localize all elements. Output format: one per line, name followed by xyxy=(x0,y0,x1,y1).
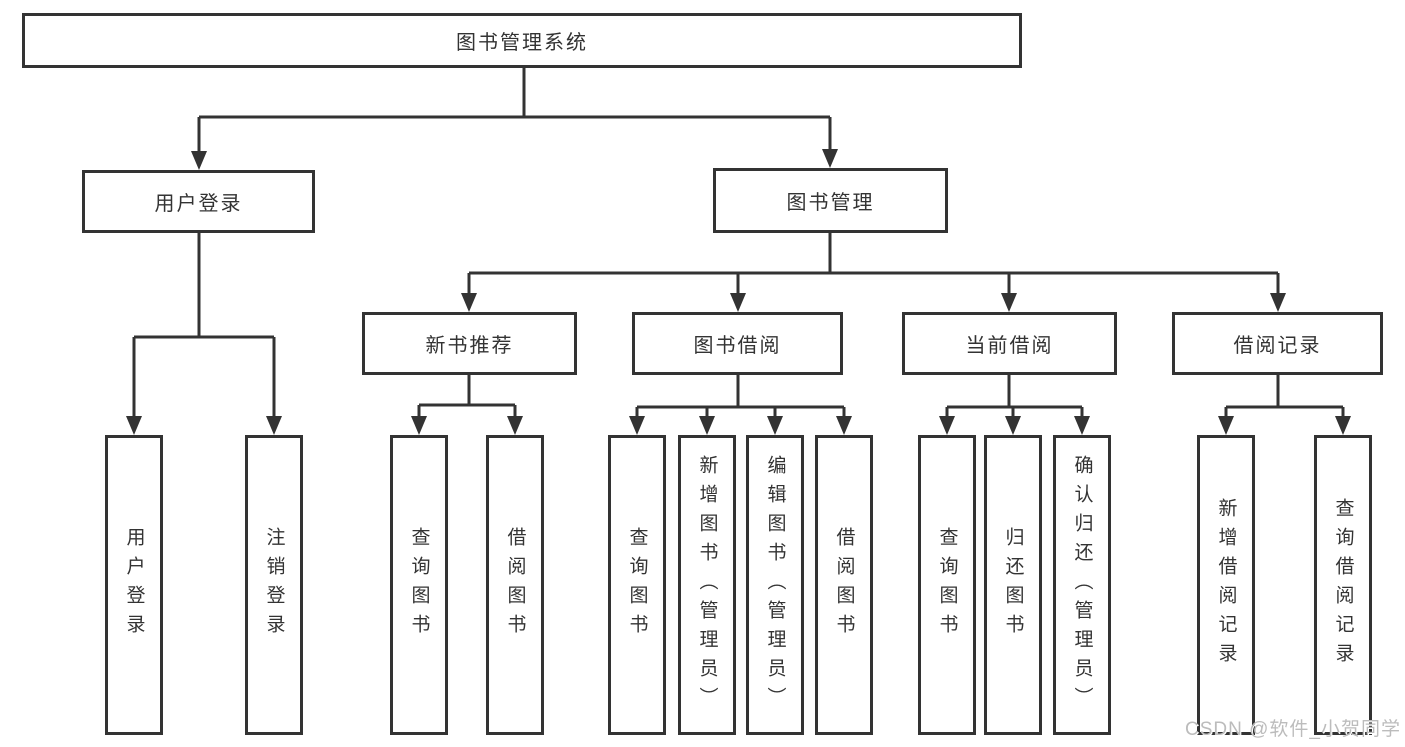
leaf-query-borrow-record: 查询借阅记录 xyxy=(1314,435,1372,735)
node-current-borrowing-label: 当前借阅 xyxy=(965,335,1054,357)
leaf-logout: 注销登录 xyxy=(245,435,303,735)
node-book-borrowing-label: 图书借阅 xyxy=(693,335,782,357)
leaf-query-books-borrowing-label: 查询图书 xyxy=(626,527,648,643)
leaf-borrow-books-recommend-label: 借阅图书 xyxy=(504,527,526,643)
leaf-query-borrow-record-label: 查询借阅记录 xyxy=(1332,498,1354,672)
leaf-confirm-return-admin: 确认归还（管理员） xyxy=(1053,435,1111,735)
root-node-label: 图书管理系统 xyxy=(456,32,588,54)
leaf-borrow-books-borrowing-label: 借阅图书 xyxy=(833,527,855,643)
node-new-book-recommend-label: 新书推荐 xyxy=(425,335,514,357)
leaf-user-login: 用户登录 xyxy=(105,435,163,735)
node-book-management-label: 图书管理 xyxy=(786,192,875,214)
leaf-borrow-books-recommend: 借阅图书 xyxy=(486,435,544,735)
leaf-query-books-recommend: 查询图书 xyxy=(390,435,448,735)
leaf-query-books-current: 查询图书 xyxy=(918,435,976,735)
leaf-confirm-return-admin-label: 确认归还（管理员） xyxy=(1071,454,1093,716)
node-new-book-recommend: 新书推荐 xyxy=(362,312,577,375)
leaf-add-borrow-record: 新增借阅记录 xyxy=(1197,435,1255,735)
leaf-query-books-recommend-label: 查询图书 xyxy=(408,527,430,643)
leaf-edit-book-admin-label: 编辑图书（管理员） xyxy=(764,454,786,716)
leaf-user-login-label: 用户登录 xyxy=(123,527,145,643)
leaf-borrow-books-borrowing: 借阅图书 xyxy=(815,435,873,735)
node-borrowing-records: 借阅记录 xyxy=(1172,312,1383,375)
node-current-borrowing: 当前借阅 xyxy=(902,312,1117,375)
leaf-add-book-admin: 新增图书（管理员） xyxy=(678,435,736,735)
leaf-logout-label: 注销登录 xyxy=(263,527,285,643)
leaf-query-books-borrowing: 查询图书 xyxy=(608,435,666,735)
node-user-login-label: 用户登录 xyxy=(154,193,243,215)
leaf-return-book-label: 归还图书 xyxy=(1002,527,1024,643)
node-book-management: 图书管理 xyxy=(713,168,948,233)
leaf-return-book: 归还图书 xyxy=(984,435,1042,735)
root-node-library-system: 图书管理系统 xyxy=(22,13,1022,68)
leaf-add-borrow-record-label: 新增借阅记录 xyxy=(1215,498,1237,672)
leaf-query-books-current-label: 查询图书 xyxy=(936,527,958,643)
arrowheads xyxy=(126,149,1351,435)
leaf-add-book-admin-label: 新增图书（管理员） xyxy=(696,454,718,716)
csdn-watermark: CSDN @软件_小贺同学 xyxy=(1185,719,1401,740)
leaf-edit-book-admin: 编辑图书（管理员） xyxy=(746,435,804,735)
node-borrowing-records-label: 借阅记录 xyxy=(1233,335,1322,357)
node-book-borrowing: 图书借阅 xyxy=(632,312,843,375)
node-user-login: 用户登录 xyxy=(82,170,315,233)
